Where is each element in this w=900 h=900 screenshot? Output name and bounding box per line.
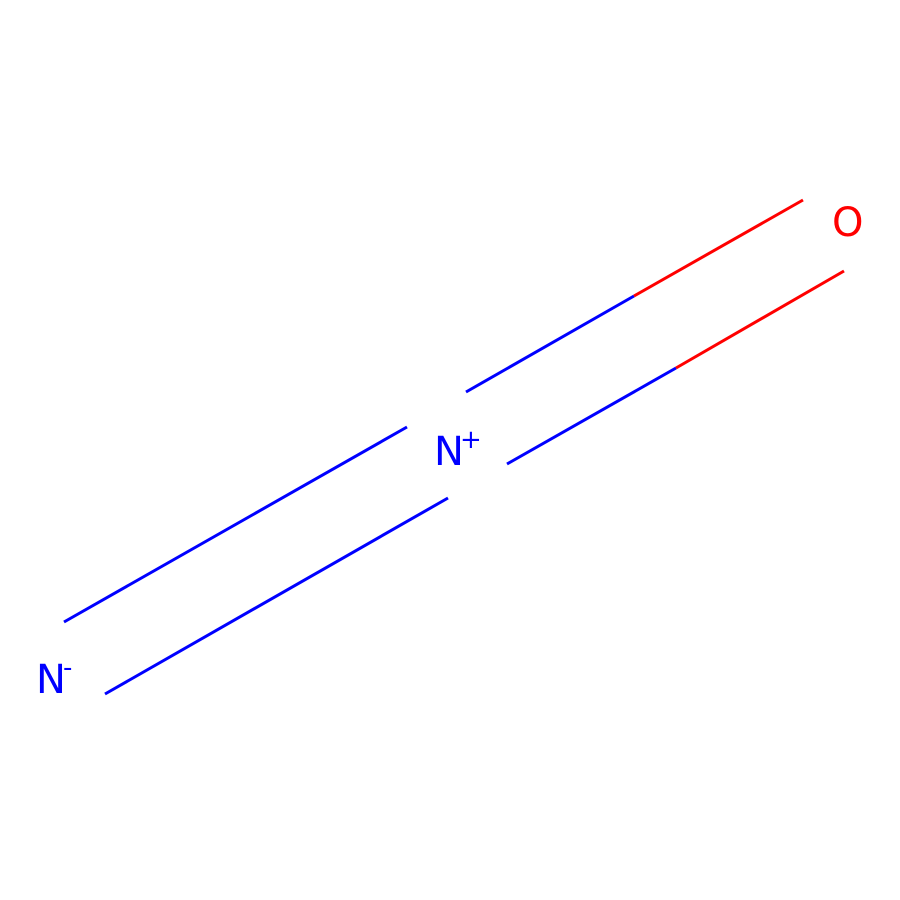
bond-n-o-line-2-o-half: [675, 269, 845, 370]
atom-o-symbol: O: [832, 200, 863, 246]
atom-n-terminal-symbol: N: [36, 657, 66, 703]
atom-n-central-symbol: N: [434, 429, 464, 475]
atom-n-central-charge: +: [460, 425, 482, 455]
atom-n-terminal: N -: [36, 653, 72, 703]
bond-n-o-line-1-n-half: [465, 294, 635, 394]
bond-n-n-line-2: [104, 496, 449, 696]
atom-n-central: N +: [434, 425, 482, 475]
bond-n-o-double: [465, 198, 845, 466]
bond-n-n-line-1: [63, 425, 408, 624]
atom-o: O: [832, 200, 863, 246]
bond-n-n-double: [63, 425, 449, 696]
atom-n-terminal-charge: -: [63, 653, 72, 683]
bond-n-o-line-2-n-half: [506, 366, 677, 466]
bond-n-o-line-1-o-half: [633, 198, 804, 298]
